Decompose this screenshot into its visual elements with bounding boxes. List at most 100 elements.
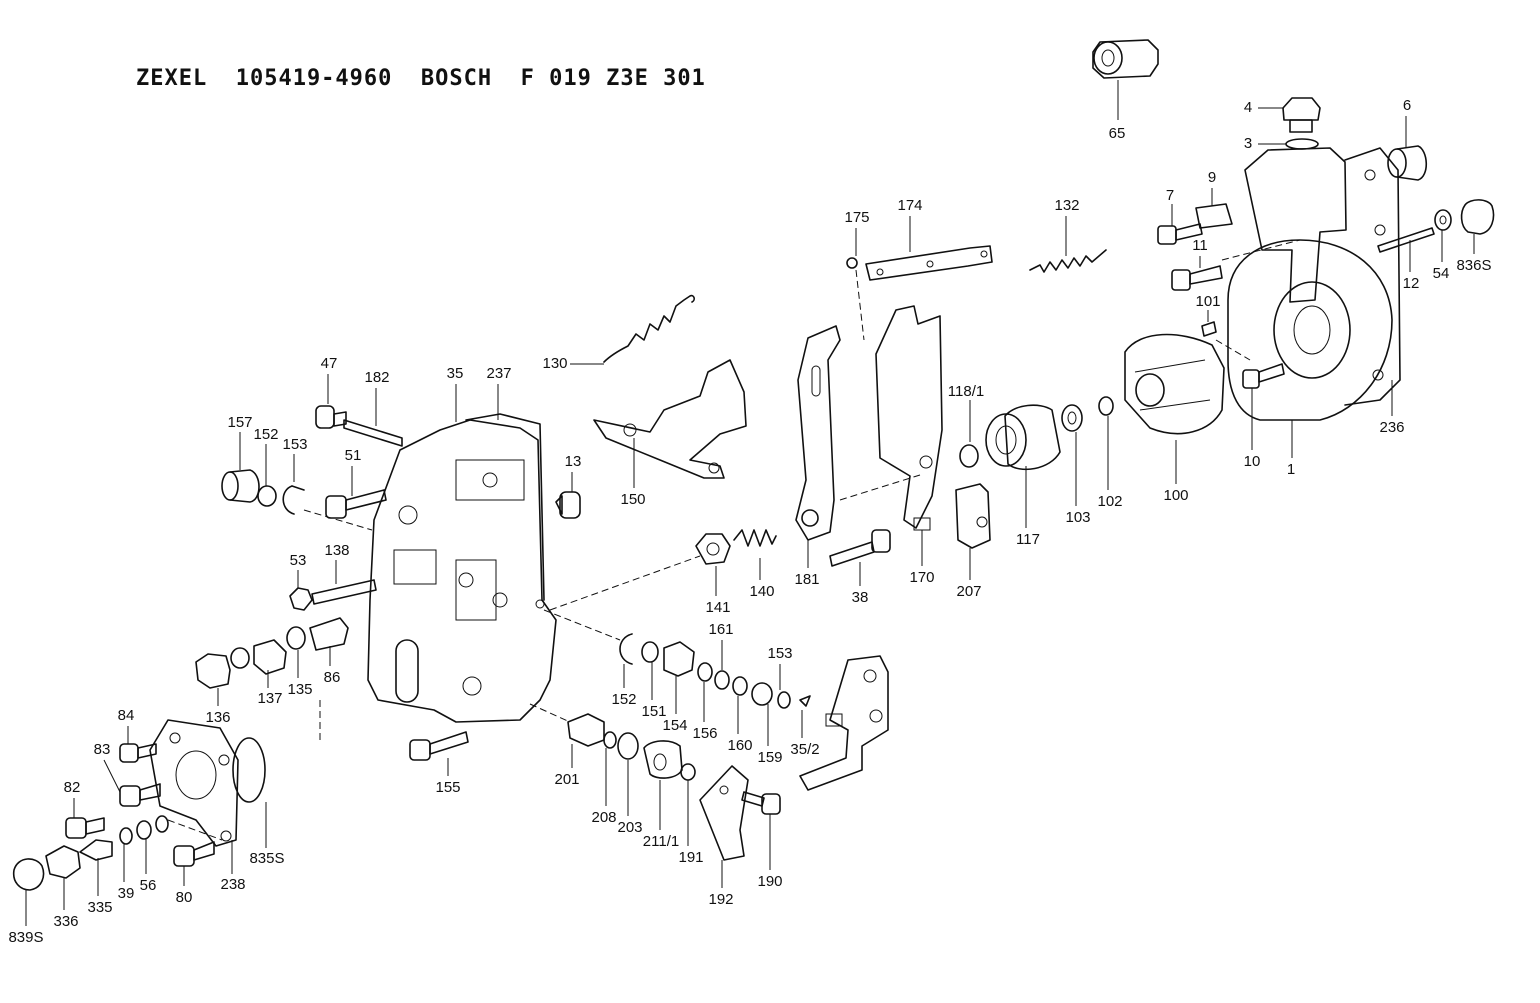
part-callout-label: 238 <box>220 876 245 893</box>
part-182-pin <box>343 419 403 447</box>
part-56-bolt <box>409 731 469 761</box>
part-11-bolt <box>1171 265 1223 291</box>
part-336-nipple <box>79 839 113 861</box>
part-103-ring <box>1061 404 1083 432</box>
part-callout-label: 150 <box>620 491 645 508</box>
part-208-ring <box>617 732 639 760</box>
part-callout-label: 336 <box>53 913 78 930</box>
part-callout-label: 132 <box>1054 197 1079 214</box>
part-callout-label: 160 <box>727 737 752 754</box>
part-callout-label: 136 <box>205 709 230 726</box>
part-7-bolt <box>1157 223 1203 245</box>
part-86-bolt <box>119 743 157 763</box>
part-35-governor-cover <box>367 413 557 723</box>
part-835s-cap <box>12 858 45 891</box>
part-157-plug <box>221 469 260 503</box>
part-callout-label: 181 <box>794 571 819 588</box>
part-10-bolt <box>1242 363 1285 389</box>
part-callout-label: 117 <box>1016 531 1040 548</box>
part-156-ring <box>732 676 748 696</box>
part-callout-label: 6 <box>1403 97 1411 114</box>
assembly-axis <box>529 703 571 723</box>
leader-line <box>103 759 121 793</box>
part-137-washer <box>286 626 306 650</box>
part-callout-label: 138 <box>324 542 349 559</box>
part-callout-label: 156 <box>692 725 717 742</box>
part-callout-label: 103 <box>1065 509 1090 526</box>
part-159-clip <box>799 695 811 707</box>
part-callout-label: 190 <box>757 873 782 890</box>
part-174-link-lever <box>865 245 993 281</box>
part-1-governor-housing <box>1227 147 1401 421</box>
part-39-washer <box>136 815 169 840</box>
part-181-lever <box>795 325 841 541</box>
part-203-plug <box>643 740 683 779</box>
part-192-bolt <box>741 791 781 815</box>
part-138-cap-nut <box>195 653 231 689</box>
part-callout-label: 203 <box>617 819 642 836</box>
part-callout-label: 7 <box>1166 187 1174 204</box>
part-callout-label: 11 <box>1192 237 1208 254</box>
part-callout-label: 13 <box>565 453 582 470</box>
part-117-bush <box>985 404 1061 471</box>
part-callout-label: 35 <box>447 365 464 382</box>
part-130-spring <box>603 294 695 363</box>
part-839s-nut <box>45 845 81 879</box>
part-callout-label: 191 <box>678 849 703 866</box>
part-callout-label: 174 <box>897 197 922 214</box>
part-161-washer <box>777 691 791 709</box>
part-callout-label: 157 <box>227 414 252 431</box>
part-callout-label: 3 <box>1244 135 1252 152</box>
part-190-bracket <box>799 655 889 791</box>
part-callout-label: 154 <box>662 717 687 734</box>
part-80-cover-plate <box>149 719 239 847</box>
part-151-sleeve <box>663 641 695 677</box>
part-4-plug <box>1282 97 1321 150</box>
part-callout-label: 335 <box>87 899 112 916</box>
part-102-washer <box>1098 396 1114 416</box>
part-170-guide-lever <box>875 305 943 531</box>
part-38-bolt <box>829 529 891 567</box>
part-callout-label: 159 <box>757 749 782 766</box>
part-83-bolt <box>65 817 105 839</box>
part-callout-label: 80 <box>176 889 193 906</box>
part-callout-label: 38 <box>852 589 869 606</box>
part-callout-label: 182 <box>364 369 389 386</box>
part-callout-label: 836S <box>1456 257 1491 274</box>
part-callout-label: 141 <box>705 599 730 616</box>
part-callout-label: 237 <box>486 365 511 382</box>
part-140-spring <box>733 529 777 547</box>
part-callout-label: 82 <box>64 779 81 796</box>
part-836s-cap <box>1460 199 1495 235</box>
part-callout-label: 161 <box>708 621 733 638</box>
part-51-bolt <box>325 489 387 519</box>
part-callout-label: 86 <box>324 669 341 686</box>
part-153-circlip-lower <box>619 633 633 665</box>
part-101-key <box>1201 321 1217 337</box>
part-callout-label: 130 <box>542 355 567 372</box>
part-callout-label: 208 <box>591 809 616 826</box>
part-65-cap-nut <box>1092 39 1159 79</box>
part-callout-label: 152 <box>611 691 636 708</box>
part-84-bolt <box>119 783 161 807</box>
part-154-ring <box>697 662 713 682</box>
part-153-circlip <box>282 485 305 515</box>
part-callout-label: 47 <box>321 355 338 372</box>
leader-lines <box>25 80 1475 926</box>
assembly-axis <box>1221 239 1301 261</box>
part-12-adjust-screw <box>1377 227 1435 253</box>
part-callout-label: 839S <box>8 929 43 946</box>
assembly-axis <box>855 269 865 341</box>
part-callout-label: 152 <box>253 426 278 443</box>
part-callout-label: 207 <box>956 583 981 600</box>
part-6-plug <box>1387 145 1428 181</box>
part-callout-label: 4 <box>1244 99 1252 116</box>
part-35-2-fitting <box>567 713 605 747</box>
assembly-axis <box>303 509 373 531</box>
part-175-clip <box>846 257 858 269</box>
part-callout-label: 153 <box>767 645 792 662</box>
part-callout-label: 51 <box>345 447 362 464</box>
part-82-bolt <box>173 841 215 867</box>
assembly-axis <box>549 555 701 611</box>
